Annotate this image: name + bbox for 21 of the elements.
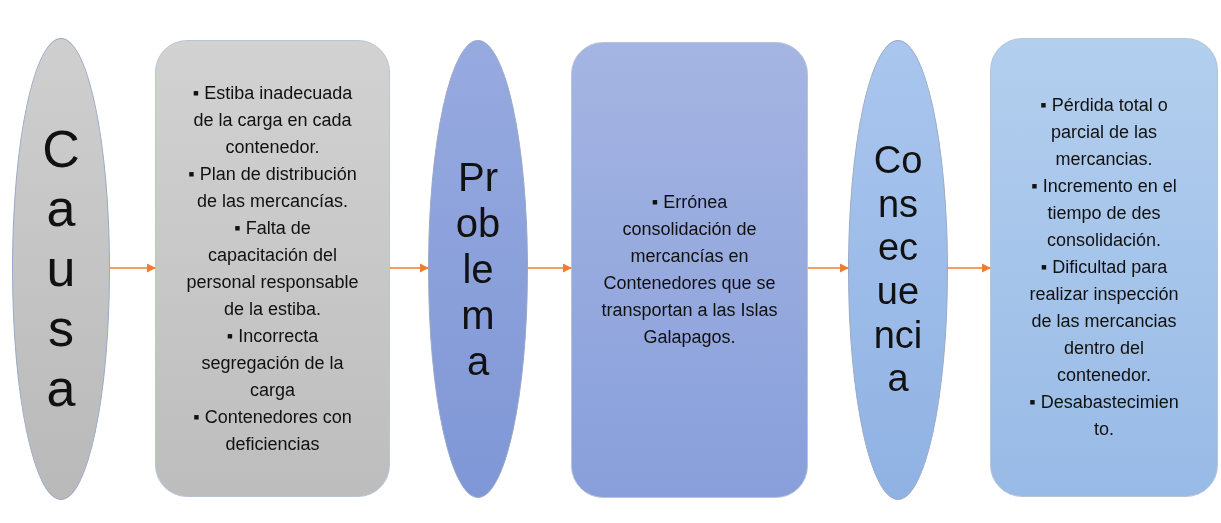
arrow <box>527 263 572 273</box>
bullet-item: ▪ Dificultad para realizar inspección de las mercancias dentro del contenedor. <box>1028 256 1180 387</box>
bullet-item: ▪ Falta de capacitación del personal responsable de la estiba. <box>185 216 360 321</box>
vertical-title: Consecuencia <box>873 138 923 402</box>
bullet-item: ▪ Incorrecta segregación de la carga <box>200 324 345 402</box>
arrow <box>109 263 156 273</box>
problem-box <box>571 42 808 498</box>
vertical-title: Problema <box>454 154 502 384</box>
vertical-title: Causa <box>41 119 81 419</box>
arrow <box>947 263 991 273</box>
bullet-item: ▪ Pérdida total o parcial de las mercancias. <box>1039 94 1169 171</box>
arrow <box>807 263 849 273</box>
bullet-item: ▪ Estiba inadecuada de la carga en cada contenedor. <box>191 81 354 159</box>
cause-list-box <box>155 40 390 497</box>
bullet-item: ▪ Desabastecimien to. <box>1028 391 1180 441</box>
bullet-item: ▪ Incremento en el tiempo de des consolidación. <box>1030 175 1178 252</box>
consequence-list-box <box>990 38 1218 497</box>
bullet-item: ▪ Errónea consolidación de mercancías en Contenedores que se transportan a las Islas Galapagos. <box>600 191 779 349</box>
bullet-item: ▪ Contenedores con deficiencias <box>192 405 353 456</box>
arrow <box>389 263 429 273</box>
bullet-item: ▪ Plan de distribución de las mercancías. <box>187 162 358 213</box>
